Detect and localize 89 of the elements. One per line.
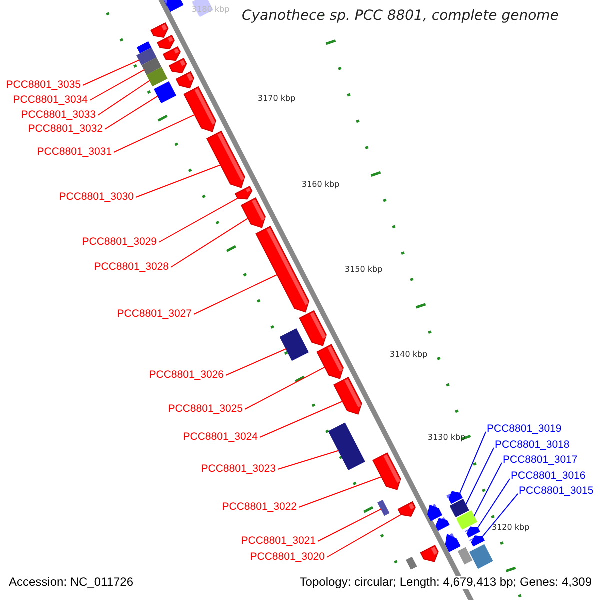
gene-block xyxy=(162,46,181,62)
gene-label: PCC8801_3025 xyxy=(168,403,243,416)
gene-block xyxy=(398,501,416,518)
gene-label: PCC8801_3027 xyxy=(117,308,192,321)
leader-line xyxy=(482,494,518,538)
gene-block xyxy=(142,58,162,76)
gene-block xyxy=(280,328,309,362)
scale-label: 3160 kbp xyxy=(302,179,340,191)
gene-label: PCC8801_3033 xyxy=(21,109,96,122)
leader-line xyxy=(226,348,287,376)
gene-label: PCC8801_3034 xyxy=(13,94,88,107)
gene-block xyxy=(334,377,362,415)
leader-line xyxy=(114,114,196,153)
leader-line xyxy=(298,476,382,508)
gene-block xyxy=(427,504,443,522)
gene-block xyxy=(168,58,188,74)
gene-label: PCC8801_3026 xyxy=(149,369,224,382)
accession-text: Accession: NC_011726 xyxy=(9,576,134,589)
gene-block xyxy=(256,226,310,313)
gene-label: PCC8801_3019 xyxy=(487,423,562,436)
gene-block xyxy=(456,510,478,530)
gene-block xyxy=(372,452,402,490)
gene-block xyxy=(436,517,450,532)
leader-line xyxy=(477,478,510,529)
leader-line xyxy=(465,448,494,506)
leader-line xyxy=(90,69,146,101)
gene-block xyxy=(469,544,494,570)
gene-block xyxy=(176,71,194,89)
gene-block xyxy=(136,42,152,54)
summary-text: Topology: circular; Length: 4,679,413 bp; Genes: 4,309 xyxy=(300,576,592,589)
scale-label: 3120 kbp xyxy=(492,522,530,534)
gene-block xyxy=(192,0,214,18)
scale-label: 3150 kbp xyxy=(345,264,383,276)
gene-block xyxy=(328,422,366,470)
gene-block xyxy=(420,545,439,562)
gene-block xyxy=(378,500,390,516)
gene-label: PCC8801_3031 xyxy=(37,146,112,159)
gene-block xyxy=(446,491,463,504)
gene-block xyxy=(464,526,480,538)
leader-line xyxy=(82,60,140,86)
gene-label: PCC8801_3015 xyxy=(519,485,594,498)
gene-label: PCC8801_3021 xyxy=(241,535,316,548)
gene-label: PCC8801_3032 xyxy=(28,123,103,136)
gene-label: PCC8801_3035 xyxy=(6,79,81,92)
scale-label: 3180 kbp xyxy=(192,4,230,16)
leader-line xyxy=(194,274,278,315)
gene-block xyxy=(157,34,175,50)
gene-block xyxy=(240,198,266,228)
gene-block xyxy=(146,67,168,87)
leader-line xyxy=(459,432,486,494)
gene-block xyxy=(458,547,473,565)
gene-block xyxy=(184,86,216,132)
gene-block xyxy=(150,22,169,38)
leader-line xyxy=(260,401,344,438)
gene-label: PCC8801_3023 xyxy=(201,463,276,476)
leader-line xyxy=(98,80,151,116)
scale-label: 3140 kbp xyxy=(390,349,428,361)
gene-block xyxy=(445,533,461,552)
gene-block xyxy=(162,0,184,12)
gene-label: PCC8801_3017 xyxy=(503,454,578,467)
leader-line xyxy=(474,462,502,518)
gene-block xyxy=(206,130,246,188)
genome-title: Cyanothece sp. PCC 8801, complete genome xyxy=(242,10,559,23)
gene-block xyxy=(234,186,253,200)
gene-block xyxy=(450,499,470,518)
leader-line xyxy=(318,508,382,542)
gene-label: PCC8801_3016 xyxy=(511,470,586,483)
gene-block xyxy=(470,536,485,547)
gene-block xyxy=(154,82,176,104)
leader-line xyxy=(278,450,340,470)
gene-label: PCC8801_3029 xyxy=(82,236,157,249)
leader-line xyxy=(104,96,159,130)
gene-label: PCC8801_3020 xyxy=(250,551,325,564)
gene-block xyxy=(316,344,344,380)
leader-line xyxy=(326,514,402,558)
scale-label: 3170 kbp xyxy=(258,93,296,105)
gene-label: PCC8801_3018 xyxy=(495,439,570,452)
scale-label: 3130 kbp xyxy=(428,432,466,444)
gene-label: PCC8801_3022 xyxy=(222,501,297,514)
gene-label: PCC8801_3024 xyxy=(183,431,258,444)
leader-line xyxy=(170,218,249,268)
leader-line xyxy=(136,164,222,198)
gene-label: PCC8801_3030 xyxy=(59,191,134,204)
leader-line xyxy=(244,366,326,410)
gene-block xyxy=(136,48,157,66)
gene-block xyxy=(406,556,418,570)
leader-line xyxy=(158,198,238,243)
gene-label: PCC8801_3028 xyxy=(94,261,169,274)
gene-block xyxy=(299,310,327,346)
